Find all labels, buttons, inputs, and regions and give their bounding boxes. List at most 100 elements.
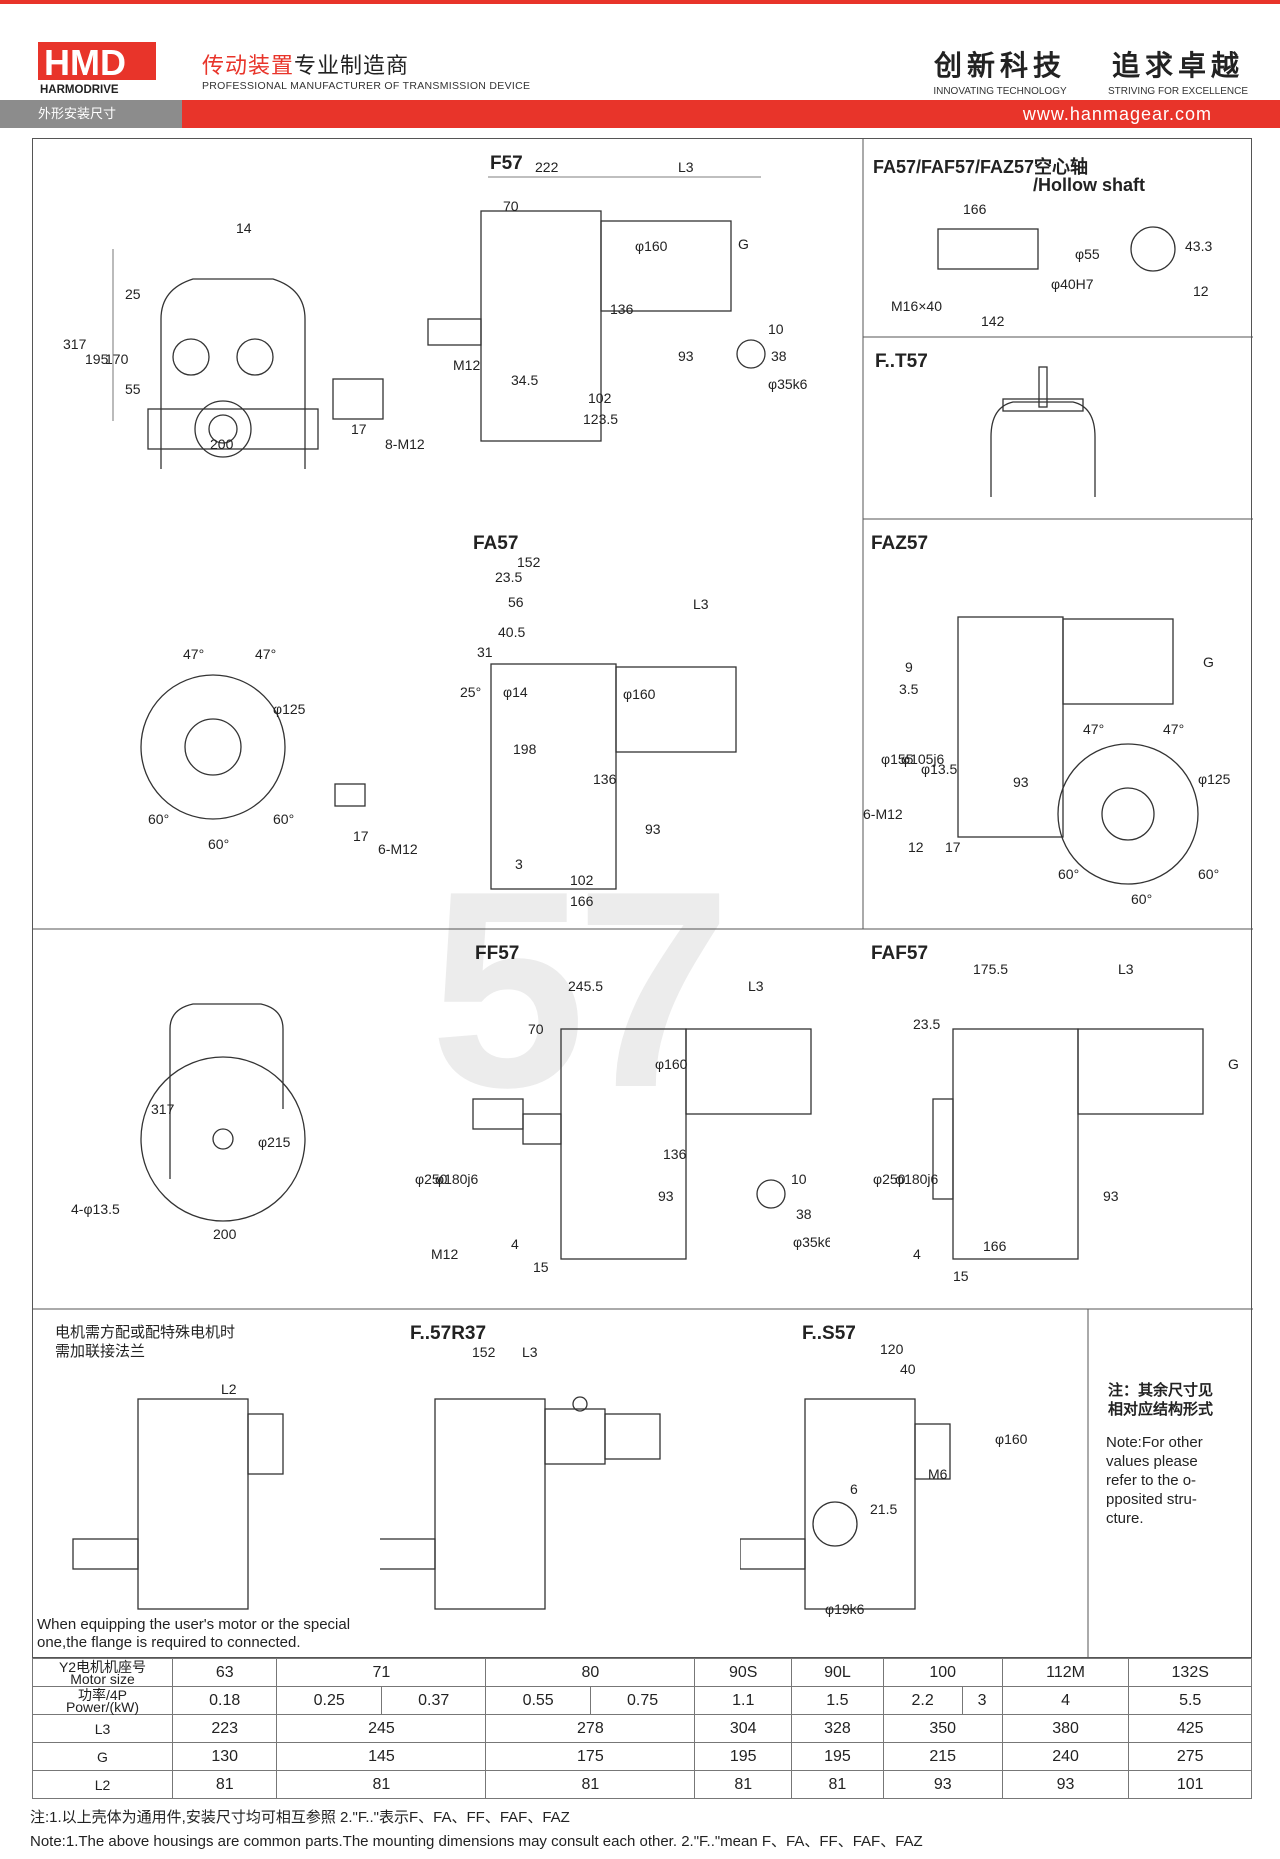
- side-note-cn1: 注：其余尺寸见: [1108, 1382, 1214, 1399]
- hollow-subtitle: /Hollow shaft: [1033, 175, 1145, 195]
- table-cell: 5.5: [1128, 1686, 1252, 1715]
- table-cell: 0.25: [276, 1686, 382, 1715]
- table-cell: 81: [694, 1770, 793, 1799]
- ff57-dim-250: φ250: [415, 1171, 448, 1187]
- slogan1-cn: 创新科技: [933, 49, 1066, 82]
- s57-dim-21-5: 21.5: [870, 1501, 897, 1517]
- f57-dim-17: 17: [351, 421, 367, 437]
- panel-t57: F..T57: [863, 337, 1252, 518]
- fa57-dim-152: 152: [517, 554, 541, 570]
- f57-dim-200: 200: [210, 436, 234, 452]
- s57-dim-120: 120: [880, 1341, 904, 1357]
- table-cell: 93: [1001, 1770, 1130, 1799]
- table-cell: 132S: [1128, 1658, 1252, 1687]
- fa57-dim-47a: 47°: [183, 646, 204, 662]
- brand-cn-black: 专业制造商: [294, 53, 410, 78]
- power-label-en: Power/(kW): [65, 1698, 140, 1715]
- table-cell: 0.18: [171, 1686, 278, 1715]
- table-cell: 223: [171, 1714, 278, 1743]
- table-row: L2 81 81 81 81 81 93 93 101: [32, 1770, 1252, 1799]
- fa57-dim-160: φ160: [623, 686, 656, 702]
- faz57-dim-105j6: φ105j6: [901, 751, 945, 767]
- faz57-dim-47a: 47°: [1083, 721, 1104, 737]
- faz57-dim-6-m12: 6-M12: [863, 806, 903, 822]
- table-cell: 112M: [1001, 1658, 1130, 1687]
- table-cell: 425: [1128, 1714, 1252, 1743]
- table-cell: 71: [276, 1658, 487, 1687]
- f57-dim-195: 195: [85, 351, 109, 367]
- r37-drawing: 152 L3: [380, 1344, 661, 1610]
- s57-dim-160: φ160: [995, 1431, 1028, 1447]
- r37-dim-l3: L3: [522, 1344, 538, 1360]
- slogan1-en: INNOVATING TECHNOLOGY: [933, 86, 1067, 97]
- fa57-dim-47b: 47°: [255, 646, 276, 662]
- ff57-dim-245-5: 245.5: [568, 978, 603, 994]
- panel-s57: F..S57 120 40 φ160 M6 6 21.5 φ19k6: [740, 1309, 1085, 1657]
- slogan2-cn: 追求卓越: [1111, 49, 1244, 82]
- faf57-drawing: 175.5 L3 23.5 G φ250 φ180j6 93 166 4 15: [873, 961, 1239, 1284]
- f57-dim-160: φ160: [635, 238, 668, 254]
- faf57-dim-180j6: φ180j6: [895, 1171, 939, 1187]
- faf57-dim-l3: L3: [1118, 961, 1134, 977]
- table-cell: 101: [1128, 1770, 1252, 1799]
- fa57-dim-125: φ125: [273, 701, 306, 717]
- ff57-dim-136: 136: [663, 1146, 687, 1162]
- ff57-dim-38: 38: [796, 1206, 812, 1222]
- table-cell: 4: [1001, 1686, 1130, 1715]
- hollow-dim-166: 166: [963, 201, 987, 217]
- side-note-en1: Note:For other: [1106, 1434, 1203, 1451]
- side-note-en3: refer to the o-: [1106, 1472, 1197, 1489]
- ff57-dim-160: φ160: [655, 1056, 688, 1072]
- harmodrive-logo: HMD HARMODRIVE: [38, 42, 156, 96]
- hollow-dim-40h7: φ40H7: [1051, 276, 1094, 292]
- side-note-en2: values please: [1106, 1453, 1198, 1470]
- table-cell: 81: [791, 1770, 884, 1799]
- faf57-dim-g: G: [1228, 1056, 1239, 1072]
- table-cell: 1.1: [694, 1686, 793, 1715]
- faf57-dim-250: φ250: [873, 1171, 906, 1187]
- ff57-drawing: 245.5 L3 70 φ160 G 317 φ215 4-φ13.5 200 …: [71, 978, 830, 1275]
- frame-grid-lines: [33, 139, 1253, 1659]
- fa57-dim-93: 93: [645, 821, 661, 837]
- ff57-dim-35k6: φ35k6: [793, 1234, 830, 1250]
- table-cell: 0.75: [589, 1686, 696, 1715]
- ff57-dim-15: 15: [533, 1259, 549, 1275]
- panel-faz57: FAZ57 G 9 3.5 φ155 φ105j6 φ13.5 6-M12 12…: [863, 519, 1252, 927]
- ff57-dim-l3: L3: [748, 978, 764, 994]
- table-cell: 3: [961, 1686, 1003, 1715]
- faz57-dim-9: 9: [905, 659, 913, 675]
- f57-dim-g: G: [738, 236, 749, 252]
- faf57-dim-23-5: 23.5: [913, 1016, 940, 1032]
- faz57-title: FAZ57: [871, 533, 929, 554]
- table-cell: 93: [882, 1770, 1003, 1799]
- flange-drawing: L2: [72, 1381, 284, 1610]
- fa57-dim-56: 56: [508, 594, 524, 610]
- website-link[interactable]: www.hanmagear.com: [1022, 104, 1212, 124]
- faf57-dim-93: 93: [1103, 1188, 1119, 1204]
- section-tag: 外形安装尺寸: [0, 100, 182, 128]
- table-cell: 145: [276, 1742, 487, 1771]
- t57-title: F..T57: [875, 351, 928, 372]
- power-label-cn: 功率/4P: [77, 1686, 127, 1703]
- hollow-title: FA57/FAF57/FAZ57空心轴: [873, 157, 1089, 177]
- f57-dim-93: 93: [678, 348, 694, 364]
- faz57-dim-60b: 60°: [1198, 866, 1219, 882]
- table-row: L3 223 245 278 304 328 350 380 425: [32, 1714, 1252, 1743]
- f57-dim-70: 70: [503, 198, 519, 214]
- ff57-dim-180j6: φ180j6: [435, 1171, 479, 1187]
- t57-drawing: [990, 366, 1096, 497]
- table-row: G 130 145 175 195 195 215 240 275: [32, 1742, 1252, 1771]
- s57-title: F..S57: [802, 1323, 856, 1344]
- r37-dim-152: 152: [472, 1344, 496, 1360]
- ff57-dim-93: 93: [658, 1188, 674, 1204]
- panel-ff57: FF57 245.5 L3 70 φ160 G 317 φ215 4-φ13.5…: [33, 929, 830, 1307]
- table-cell: 130: [171, 1742, 278, 1771]
- table-cell: 1.5: [791, 1686, 884, 1715]
- table-cell: 245: [276, 1714, 487, 1743]
- panel-side-note: 注：其余尺寸见 相对应结构形式 Note:For other values pl…: [1088, 1309, 1251, 1657]
- fa57-dim-17: 17: [353, 828, 369, 844]
- table-cell: 90S: [694, 1658, 793, 1687]
- s57-dim-6: 6: [850, 1481, 858, 1497]
- ff57-dim-317: 317: [151, 1101, 175, 1117]
